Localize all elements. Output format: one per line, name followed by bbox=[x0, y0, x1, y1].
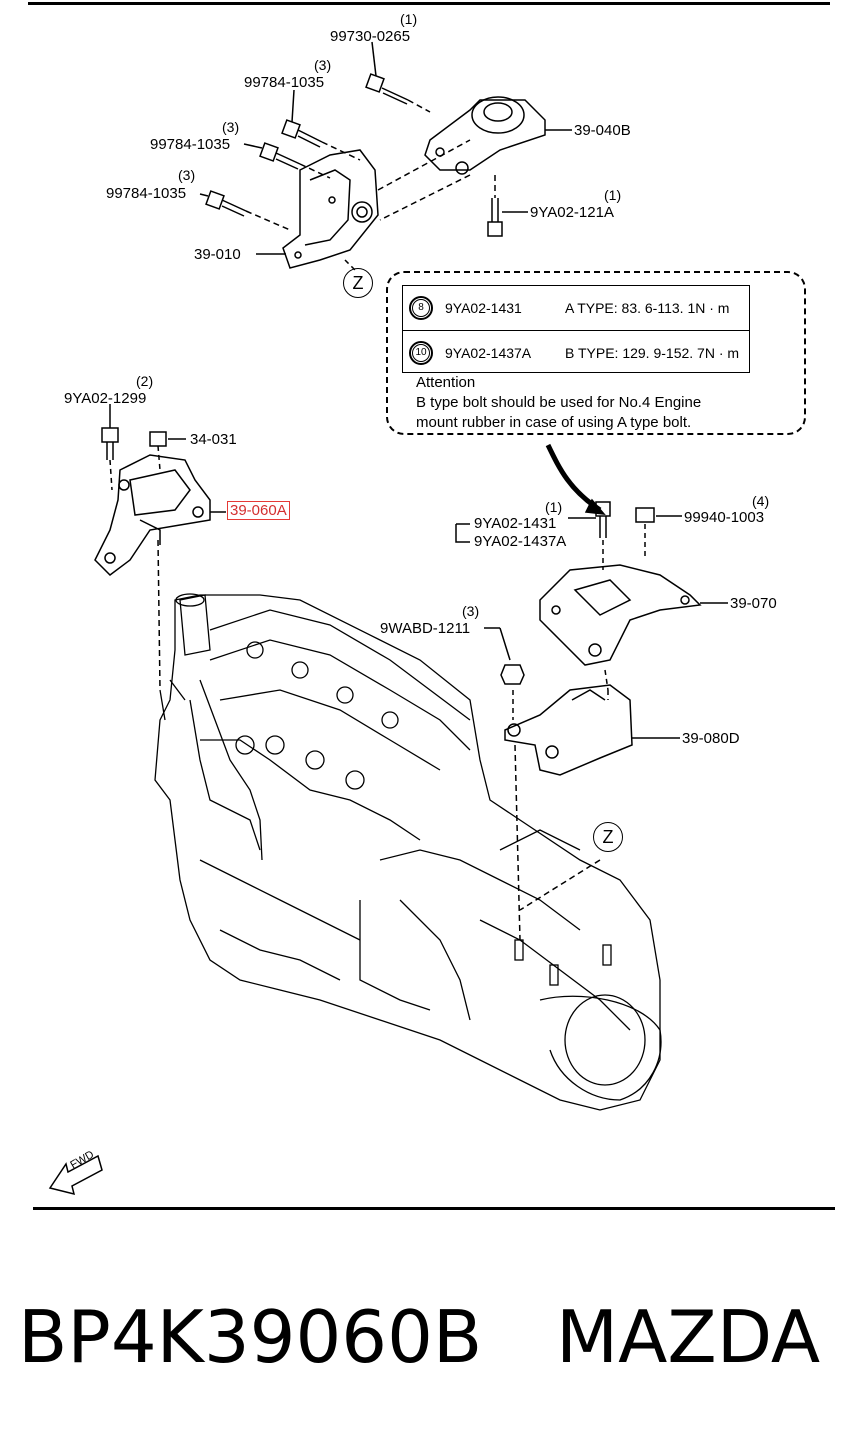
z-marker-bottom-label: Z bbox=[602, 826, 614, 847]
torque-part-number: 9YA02-1431 bbox=[445, 299, 522, 316]
torque-badge-label: 10 bbox=[412, 343, 430, 362]
torque-row: 10 9YA02-1437A B TYPE: 129. 9-152. 7N · … bbox=[403, 330, 749, 374]
z-marker-top-label: Z bbox=[352, 272, 364, 293]
bolt-9ya02-121a-qty: (1) bbox=[604, 187, 622, 203]
engine-mount-39-040b bbox=[424, 96, 546, 175]
torque-row: 8 9YA02-1431 A TYPE: 83. 6-113. 1N · m bbox=[403, 286, 749, 329]
attention-line-1: B type bolt should be used for No.4 Engi… bbox=[416, 394, 702, 411]
z-marker-bottom: Z bbox=[593, 822, 623, 852]
fwd-arrow-icon bbox=[48, 1154, 103, 1196]
bolt-99730-0265-qty: (1) bbox=[400, 11, 418, 27]
attention-note: Attention B type bolt should be used for… bbox=[416, 373, 701, 433]
attention-title: Attention bbox=[416, 374, 476, 391]
engine-mount-39-060a bbox=[94, 454, 211, 576]
bolt-99784-1035-b-qty: (3) bbox=[222, 119, 240, 135]
nut-9wabd-1211-qty: (3) bbox=[462, 603, 480, 619]
nut-icon bbox=[635, 507, 655, 523]
nut-99940-1003-label: 99940-1003 bbox=[684, 509, 765, 526]
bolt-99784-1035-c-label: 99784-1035 bbox=[106, 185, 187, 202]
bolt-icon bbox=[595, 501, 611, 538]
bolt-99784-1035-a-qty: (3) bbox=[314, 57, 332, 73]
bolt-9ya02-121a-label: 9YA02-121A bbox=[530, 204, 614, 221]
bolt-99784-1035-a-label: 99784-1035 bbox=[244, 74, 325, 91]
bolt-icon bbox=[281, 119, 323, 148]
bracket-39-010-label: 39-010 bbox=[194, 246, 241, 263]
torque-badge-label: 8 bbox=[412, 298, 430, 317]
engine-bracket-39-080d bbox=[504, 684, 633, 776]
bolt-icon bbox=[205, 190, 247, 217]
bolt-99784-1035-b-label: 99784-1035 bbox=[150, 136, 231, 153]
footer: BP4K39060B MAZDA bbox=[18, 1292, 858, 1382]
nut-99940-1003-qty: (4) bbox=[752, 493, 770, 509]
bolt-99730-0265-label: 99730-0265 bbox=[330, 28, 411, 45]
mount-39-060a-label[interactable]: 39-060A bbox=[227, 501, 290, 520]
engine-bracket-39-010 bbox=[282, 149, 379, 269]
bolt-9ya02-1431-qty: (1) bbox=[545, 499, 563, 515]
attention-line-2: mount rubber in case of using A type bol… bbox=[416, 414, 692, 431]
part-number: BP4K39060B bbox=[18, 1295, 483, 1379]
z-marker-top: Z bbox=[343, 268, 373, 298]
bolt-icon bbox=[487, 198, 503, 237]
bolt-icon bbox=[365, 73, 409, 105]
bolt-9ya02-1431-label: 9YA02-1431 bbox=[474, 515, 557, 532]
mount-39-070-label: 39-070 bbox=[730, 595, 777, 612]
nut-34-031-label: 34-031 bbox=[190, 431, 237, 448]
nut-9wabd-1211-label: 9WABD-1211 bbox=[380, 620, 471, 637]
torque-spec: A TYPE: 83. 6-113. 1N · m bbox=[565, 299, 730, 316]
torque-table: 8 9YA02-1431 A TYPE: 83. 6-113. 1N · m 1… bbox=[402, 285, 750, 373]
bolt-9ya02-1299-label: 9YA02-1299 bbox=[64, 390, 147, 407]
torque-callout bbox=[386, 271, 806, 435]
torque-badge-icon: 10 bbox=[409, 340, 433, 365]
bolt-99784-1035-c-qty: (3) bbox=[178, 167, 196, 183]
torque-spec: B TYPE: 129. 9-152. 7N · m bbox=[565, 344, 740, 361]
torque-part-number: 9YA02-1437A bbox=[445, 344, 532, 361]
bracket-39-080d-label: 39-080D bbox=[682, 730, 740, 747]
bolt-icon bbox=[101, 427, 119, 460]
bolt-icon bbox=[259, 142, 301, 170]
bolt-9ya02-1437a-label: 9YA02-1437A bbox=[474, 533, 567, 550]
torque-badge-icon: 8 bbox=[409, 295, 433, 320]
bottom-rule bbox=[33, 1207, 835, 1210]
engine-assembly bbox=[154, 593, 662, 1111]
engine-mount-39-070 bbox=[539, 564, 702, 666]
brand-name: MAZDA bbox=[556, 1295, 821, 1379]
mount-39-040b-label: 39-040B bbox=[574, 122, 631, 139]
top-rule bbox=[28, 2, 830, 5]
nut-icon bbox=[500, 664, 525, 685]
nut-icon bbox=[149, 431, 167, 447]
bolt-9ya02-1299-qty: (2) bbox=[136, 373, 154, 389]
